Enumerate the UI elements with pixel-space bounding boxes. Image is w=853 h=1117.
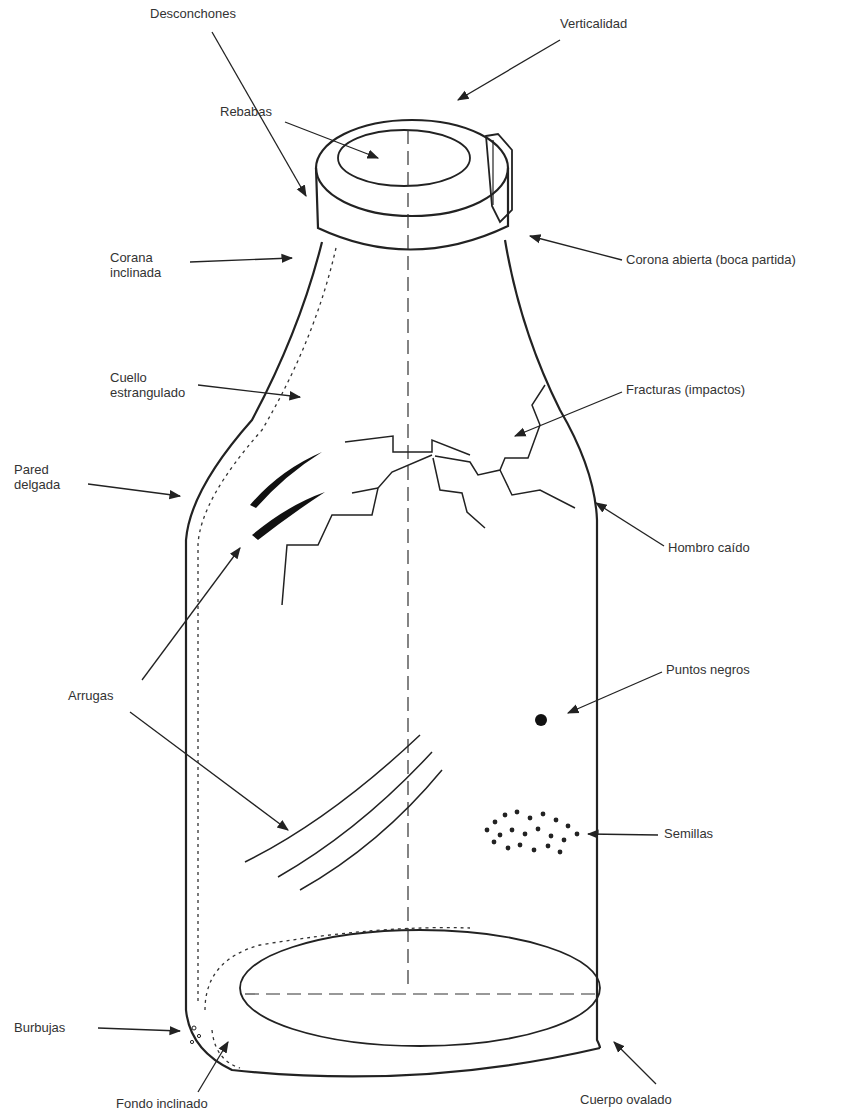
defect-label: Cuello estrangulado [110, 370, 196, 400]
defect-label: Fondo inclinado [116, 1096, 246, 1111]
defect-label: Desconchones [150, 6, 270, 21]
seed-dot [541, 812, 546, 817]
seed-dot [532, 848, 537, 853]
seed-dot [566, 824, 571, 829]
seed-dot [493, 820, 498, 825]
seed-dots [485, 810, 580, 855]
bottle-outline [186, 120, 600, 1076]
defect-label: Cuerpo ovalado [580, 1092, 720, 1107]
seed-dot [515, 810, 520, 815]
seed-dot [536, 827, 541, 832]
defect-label: Corana inclinada [110, 250, 188, 280]
seed-dot [485, 828, 490, 833]
defect-label: Puntos negros [666, 662, 796, 677]
defect-label: Arrugas [68, 688, 148, 703]
seed-dot [506, 846, 511, 851]
defect-label: Rebabas [220, 104, 300, 119]
seed-dot [554, 818, 559, 823]
seed-dot [546, 844, 551, 849]
bubble-marks [190, 1026, 200, 1044]
seed-dot [562, 838, 567, 843]
leader-arrows [88, 32, 664, 1092]
seed-dot [528, 816, 533, 821]
wrinkle-marks [250, 452, 325, 540]
defect-label: Verticalidad [560, 16, 680, 31]
defect-label: Fracturas (impactos) [626, 382, 806, 397]
seed-dot [575, 832, 580, 837]
defect-label: Corona abierta (boca partida) [626, 252, 836, 267]
defect-label: Hombro caído [668, 540, 788, 555]
seed-dot [510, 828, 515, 833]
seed-dot [492, 840, 497, 845]
black-spot [535, 714, 547, 726]
seed-dot [498, 833, 503, 838]
seed-dot [549, 834, 554, 839]
inner-wall [198, 248, 470, 1068]
defect-label: Burbujas [14, 1020, 96, 1035]
seed-dot [523, 832, 528, 837]
fracture-lines [282, 385, 575, 605]
defect-label: Pared delgada [14, 462, 86, 492]
defect-label: Semillas [664, 826, 754, 841]
seed-dot [503, 813, 508, 818]
wrinkle-lines [245, 735, 442, 890]
axis-line [245, 130, 598, 994]
seed-dot [518, 843, 523, 848]
seed-dot [558, 850, 563, 855]
